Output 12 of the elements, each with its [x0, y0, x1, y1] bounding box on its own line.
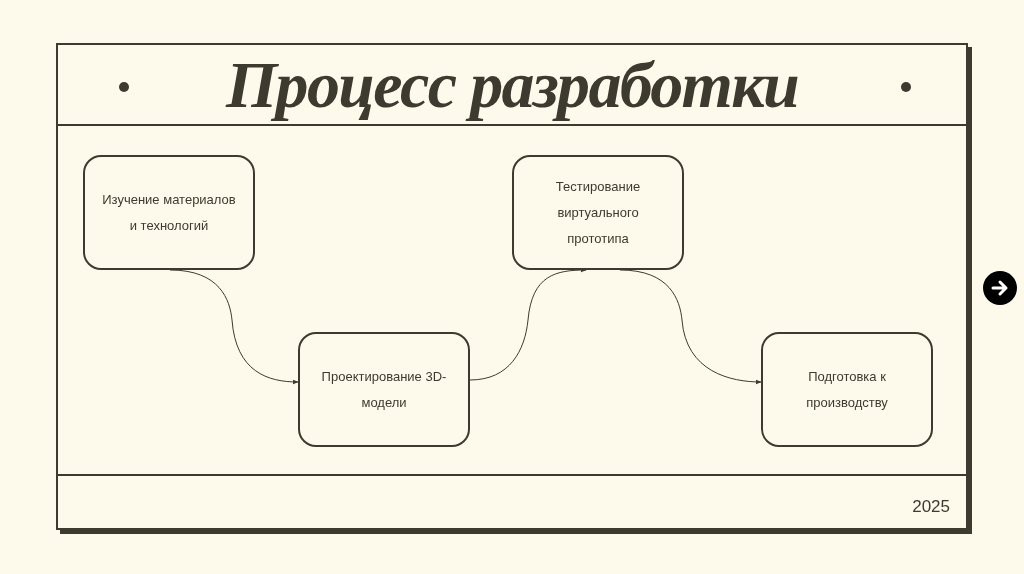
curved-arrow	[619, 269, 762, 385]
step-text: Тестирование виртуального прототипа	[554, 177, 642, 248]
curved-arrow	[169, 269, 299, 385]
process-box	[512, 155, 684, 270]
curved-arrow	[469, 267, 587, 381]
process-box	[298, 332, 470, 447]
process-box	[83, 155, 255, 270]
process-box	[761, 332, 933, 447]
year-label: 2025	[912, 496, 950, 518]
step-text: Проектирование 3D-модели	[320, 367, 448, 412]
step-text: Изучение материалов и технологий	[101, 190, 237, 235]
step-text: Подготовка к производству	[805, 367, 889, 412]
